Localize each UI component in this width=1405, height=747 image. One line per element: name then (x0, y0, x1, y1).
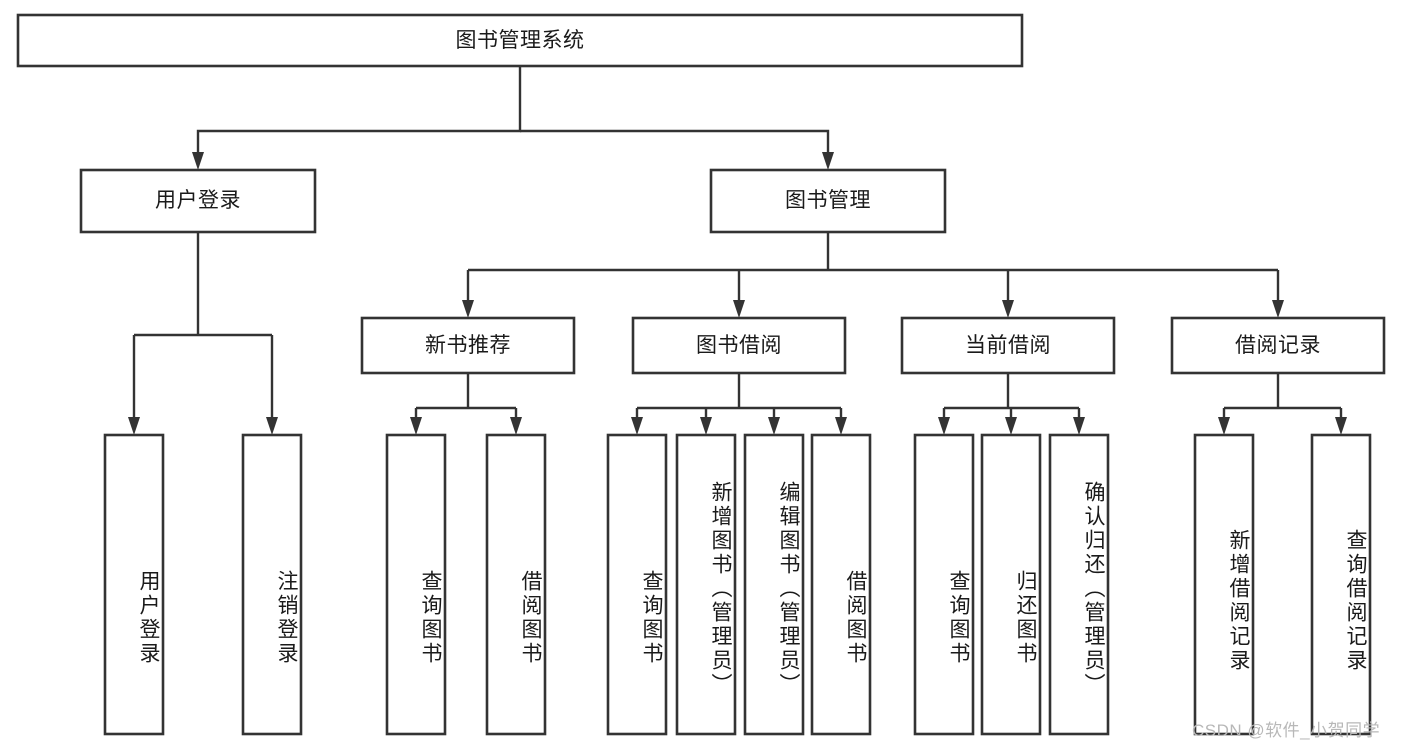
arrowheads (128, 152, 1347, 435)
arrowhead-leaf-edit-book (768, 417, 780, 435)
node-box-new-book-recommend[interactable] (360, 316, 576, 375)
node-label-leaf-user-login: 用户登录 (137, 569, 160, 666)
node-box-leaf-logout[interactable] (241, 433, 303, 736)
arrowhead-borrow-record (1272, 300, 1284, 318)
node-label-leaf-query-borrow-record: 查询借阅记录 (1344, 528, 1367, 673)
node-box-leaf-return-book[interactable] (980, 433, 1042, 736)
arrowhead-current-borrow (1002, 300, 1014, 318)
node-box-leaf-edit-book[interactable] (743, 433, 805, 736)
node-label-leaf-query-book-recommend: 查询图书 (419, 569, 442, 666)
edges-user-login-to-leaves (132, 232, 274, 421)
node-box-leaf-query-book-current[interactable] (913, 433, 975, 736)
arrowhead-leaf-query-book-current (938, 417, 950, 435)
node-label-leaf-return-book: 归还图书 (1014, 569, 1037, 666)
node-rects (16, 13, 1386, 736)
node-label-user-login: 用户登录 (155, 189, 241, 213)
node-box-current-borrow[interactable] (900, 316, 1116, 375)
arrowhead-leaf-query-borrow-record (1335, 417, 1347, 435)
node-label-leaf-confirm-return: 确认归还（管理员） (1082, 481, 1105, 697)
node-box-leaf-add-borrow-record[interactable] (1193, 433, 1255, 736)
node-label-current-borrow: 当前借阅 (965, 333, 1051, 357)
node-box-leaf-query-book-borrow[interactable] (606, 433, 668, 736)
node-label-leaf-add-book: 新增图书（管理员） (709, 481, 732, 697)
node-label-book-borrow: 图书借阅 (696, 333, 782, 357)
arrowhead-leaf-add-borrow-record (1218, 417, 1230, 435)
node-label-new-book-recommend: 新书推荐 (425, 333, 511, 357)
arrowhead-leaf-query-book-recommend (410, 417, 422, 435)
arrowhead-leaf-add-book (700, 417, 712, 435)
edges-current-borrow-to-leaves (942, 373, 1081, 421)
edges-borrow-record-to-leaves (1222, 373, 1343, 421)
node-box-leaf-query-book-recommend[interactable] (385, 433, 447, 736)
node-box-leaf-query-borrow-record[interactable] (1310, 433, 1372, 736)
node-label-book-management: 图书管理 (785, 189, 871, 213)
arrowhead-leaf-borrow-book-recommend (510, 417, 522, 435)
arrowhead-leaf-user-login (128, 417, 140, 435)
node-box-book-borrow[interactable] (631, 316, 847, 375)
node-box-user-login[interactable] (79, 168, 317, 234)
arrowhead-new-book-recommend (462, 300, 474, 318)
node-label-root: 图书管理系统 (455, 28, 585, 52)
edge-root-to-book-management (520, 129, 830, 156)
node-box-root[interactable] (16, 13, 1024, 68)
node-label-leaf-edit-book: 编辑图书（管理员） (777, 481, 800, 697)
edges-new-book-recommend-to-leaves (414, 373, 518, 421)
node-label-leaf-add-borrow-record: 新增借阅记录 (1227, 528, 1250, 673)
arrowhead-leaf-return-book (1005, 417, 1017, 435)
node-box-leaf-borrow-book-recommend[interactable] (485, 433, 547, 736)
node-label-leaf-borrow-book-recommend: 借阅图书 (519, 569, 542, 666)
edges-book-management-to-level3 (466, 232, 1280, 304)
arrowhead-user-login (192, 152, 204, 170)
arrowhead-book-borrow (733, 300, 745, 318)
node-box-book-management[interactable] (709, 168, 947, 234)
node-label-borrow-record: 借阅记录 (1235, 333, 1321, 357)
arrowhead-leaf-query-book-borrow (631, 417, 643, 435)
node-box-leaf-add-book[interactable] (675, 433, 737, 736)
arrowhead-leaf-confirm-return (1073, 417, 1085, 435)
arrowhead-leaf-borrow-book (835, 417, 847, 435)
node-label-leaf-query-book-borrow: 查询图书 (640, 569, 663, 666)
edges-root-to-level2 (196, 66, 830, 156)
node-box-borrow-record[interactable] (1170, 316, 1386, 375)
node-box-leaf-borrow-book[interactable] (810, 433, 872, 736)
node-label-leaf-query-book-current: 查询图书 (947, 569, 970, 666)
edge-root-to-user-login (196, 66, 522, 156)
node-box-leaf-confirm-return[interactable] (1048, 433, 1110, 736)
arrowhead-leaf-logout (266, 417, 278, 435)
edges-book-borrow-to-leaves (635, 373, 843, 421)
arrowhead-book-management (822, 152, 834, 170)
node-label-leaf-logout: 注销登录 (275, 569, 298, 666)
node-label-leaf-borrow-book: 借阅图书 (844, 569, 867, 666)
node-box-leaf-user-login[interactable] (103, 433, 165, 736)
